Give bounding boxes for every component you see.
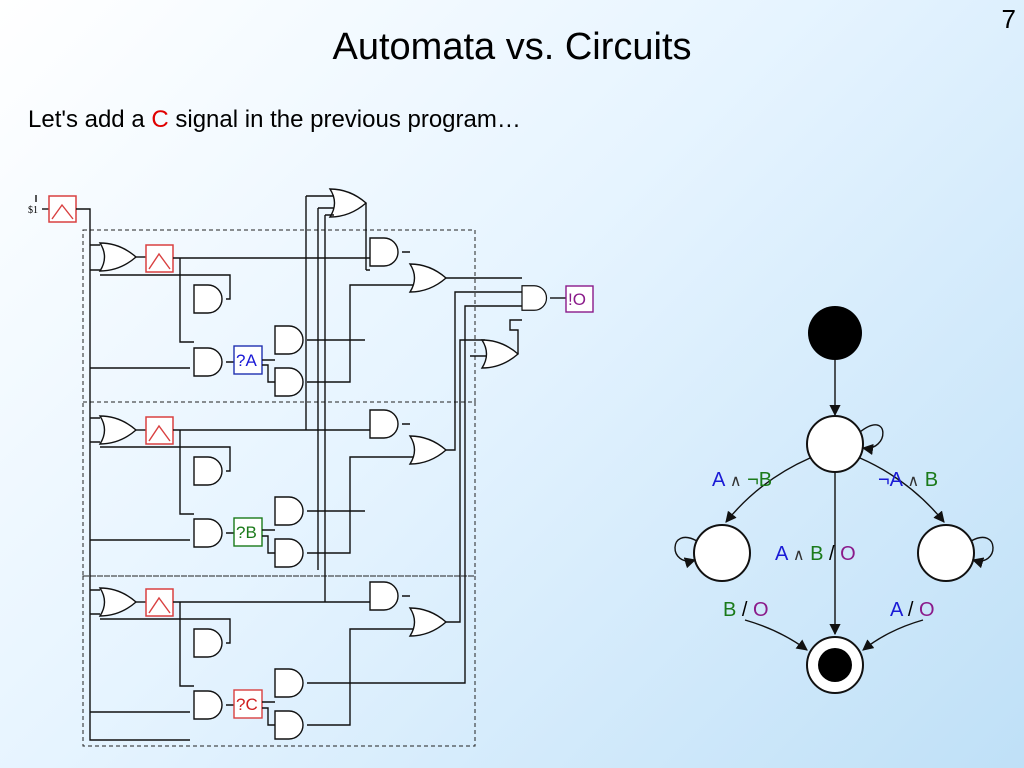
and-gate-b3: [274, 496, 304, 526]
slide-number: 7: [1001, 4, 1016, 34]
input-b-box: [233, 517, 263, 547]
and-gate-a2: [193, 347, 223, 377]
edge-label-left-out: B / O: [723, 599, 769, 621]
edge-label-left: A ∧ ¬B: [712, 469, 772, 491]
edge-label-middle: A ∧ B / O: [775, 543, 856, 565]
input-b-label: ?B: [236, 523, 257, 542]
or-gate-a2: [409, 263, 447, 293]
and-gate-a4: [274, 367, 304, 397]
module-a: ?A: [90, 237, 522, 397]
or-gate-top: [328, 187, 368, 219]
module-b: ?B: [90, 291, 522, 568]
or-gate-a1: [99, 242, 137, 272]
and-gate-a1: [193, 284, 223, 314]
and-gate-b5: [369, 409, 399, 439]
state-wait: [806, 415, 864, 473]
and-gate-c1: [193, 628, 223, 658]
and-gate-a3: [274, 325, 304, 355]
and-gate-b1: [193, 456, 223, 486]
edge-label-right-out: A / O: [890, 599, 935, 621]
subtitle-text-2: signal in the previous program…: [168, 106, 521, 133]
and-gate-b2: [193, 518, 223, 548]
or-gate-c2: [409, 607, 447, 637]
subtitle-text-1: Let's add a: [28, 106, 152, 133]
or-gate-final: [481, 339, 519, 369]
and-gate-c2: [193, 690, 223, 720]
circuit-diagram: $1 ?A: [28, 187, 594, 747]
subtitle-highlight-c: C: [151, 106, 169, 133]
and-gate-output: [520, 284, 548, 312]
or-gate-b1: [99, 415, 137, 445]
edge-label-right: ¬A ∧ B: [878, 469, 938, 491]
initial-state: [808, 306, 862, 360]
subtitle: Let's add a C signal in the previous pro…: [28, 106, 521, 134]
and-gate-c4: [274, 710, 304, 740]
module-c: ?C: [90, 305, 522, 740]
and-gate-c5: [369, 581, 399, 611]
output-label: !O: [568, 290, 586, 309]
start-register: [48, 195, 77, 223]
slide-title: Automata vs. Circuits: [332, 26, 692, 68]
or-gate-c1: [99, 587, 137, 617]
input-c-box: [233, 689, 263, 719]
input-c-label: ?C: [236, 695, 258, 714]
module-box-c: [82, 575, 476, 747]
start-label: $1: [28, 205, 38, 216]
state-right: [917, 524, 975, 582]
output-box: [565, 285, 594, 313]
or-gate-b2: [409, 435, 447, 465]
input-a-label: ?A: [236, 351, 257, 370]
and-gate-b4: [274, 538, 304, 568]
module-box-b: [82, 401, 476, 577]
state-left: [693, 524, 751, 582]
and-gate-c3: [274, 668, 304, 698]
and-gate-a5: [369, 237, 399, 267]
automaton-diagram: A ∧ ¬B ¬A ∧ B A ∧ B / O B / O A / O: [674, 306, 994, 694]
